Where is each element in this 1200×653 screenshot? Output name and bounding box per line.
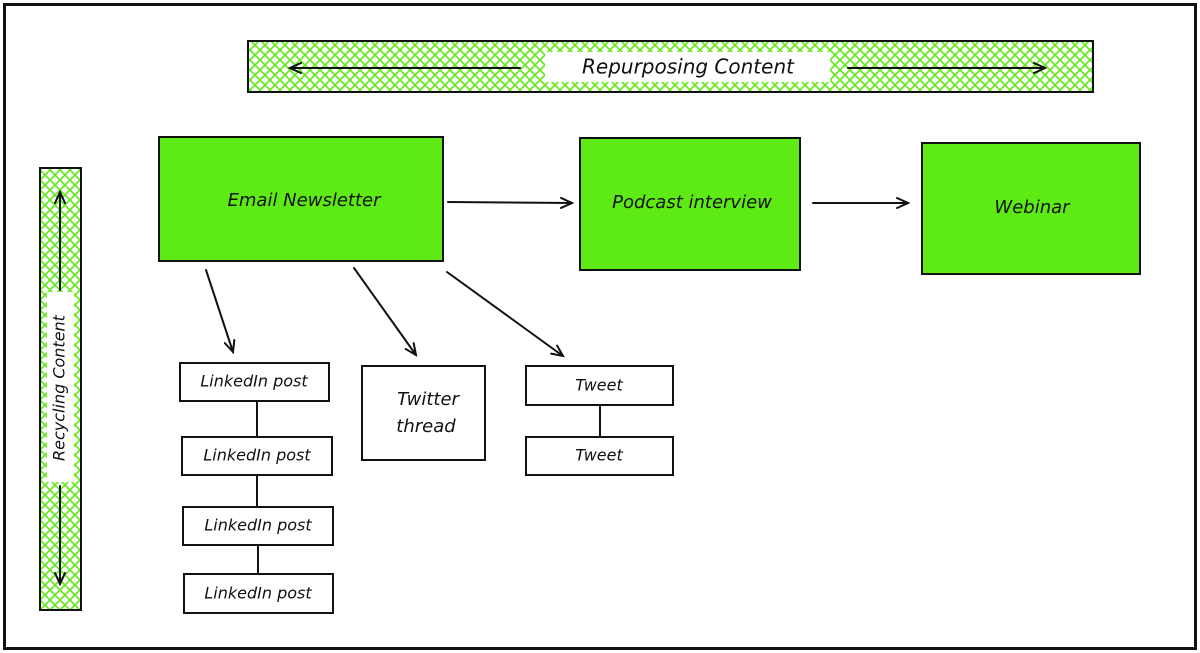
tweet-2-label: Tweet: [575, 446, 623, 465]
tweet-1: Tweet: [525, 365, 674, 406]
node-webinar: Webinar: [921, 142, 1141, 275]
linkedin-post-2: LinkedIn post: [181, 436, 333, 476]
linkedin-post-4: LinkedIn post: [183, 573, 334, 614]
repurposing-label: Repurposing Content: [582, 55, 795, 79]
recycling-banner: Recycling Content: [39, 167, 82, 611]
arrow-email-to-linkedin: [205, 269, 233, 352]
node-webinar-label: Webinar: [994, 197, 1071, 218]
linkedin-post-4-label: LinkedIn post: [204, 584, 312, 603]
node-email-label: Email Newsletter: [228, 190, 383, 211]
tweet-2: Tweet: [525, 436, 674, 476]
arrow-email-to-twitter-thread: [353, 267, 416, 355]
repurposing-banner: Repurposing Content: [247, 40, 1094, 93]
twitter-thread-box: Twitter thread: [361, 365, 486, 461]
arrow-email-to-podcast: [447, 202, 572, 203]
twitter-thread-line2: thread: [396, 416, 456, 437]
tweet-1-label: Tweet: [575, 376, 623, 395]
node-email-newsletter: Email Newsletter: [158, 136, 444, 262]
node-podcast-label: Podcast interview: [612, 192, 772, 213]
linkedin-post-1-label: LinkedIn post: [200, 372, 308, 391]
arrow-email-to-tweet: [446, 271, 563, 356]
linkedin-post-3: LinkedIn post: [182, 506, 334, 546]
recycling-label: Recycling Content: [50, 314, 69, 461]
linkedin-post-3-label: LinkedIn post: [204, 516, 312, 535]
node-podcast-interview: Podcast interview: [579, 137, 801, 271]
twitter-thread-line1: Twitter: [397, 389, 460, 410]
linkedin-post-1: LinkedIn post: [179, 362, 330, 402]
linkedin-post-2-label: LinkedIn post: [203, 446, 311, 465]
